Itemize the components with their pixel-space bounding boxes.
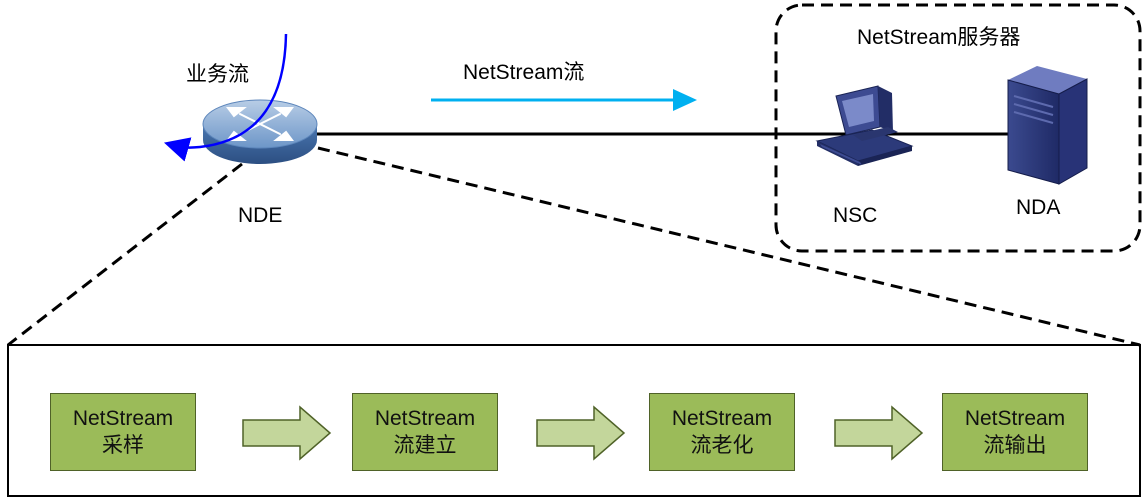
zoom-line-left [7, 162, 243, 347]
process-arrow-1 [242, 405, 332, 461]
nda-label: NDA [1016, 196, 1061, 219]
step-subtitle: 流输出 [983, 434, 1047, 457]
step-sampling: NetStream 采样 [50, 393, 196, 471]
process-arrow-2 [536, 405, 626, 461]
netstream-flow-arrow [431, 89, 697, 111]
step-title: NetStream [72, 406, 174, 430]
zoom-line-right [317, 146, 1141, 347]
process-detail-box [7, 344, 1141, 497]
process-arrow-3 [834, 405, 924, 461]
step-flow-aging: NetStream 流老化 [649, 393, 795, 471]
step-flow-creation: NetStream 流建立 [352, 393, 498, 471]
nde-label: NDE [238, 204, 283, 227]
server-group-label: NetStream服务器 [857, 26, 1021, 49]
router-icon [202, 99, 318, 164]
step-subtitle: 采样 [102, 434, 144, 457]
workstation-icon [815, 85, 914, 166]
step-subtitle: 流老化 [690, 434, 754, 457]
step-flow-export: NetStream 流输出 [942, 393, 1088, 471]
server-tower-icon [1007, 66, 1088, 185]
nsc-label: NSC [833, 204, 878, 227]
server-group-box [774, 3, 1142, 253]
step-title: NetStream [374, 406, 476, 430]
business-flow-arrow [163, 33, 288, 162]
step-title: NetStream [671, 406, 773, 430]
business-flow-label: 业务流 [186, 63, 249, 86]
netstream-flow-label: NetStream流 [463, 61, 585, 84]
step-subtitle: 流建立 [393, 434, 457, 457]
step-title: NetStream [964, 406, 1066, 430]
